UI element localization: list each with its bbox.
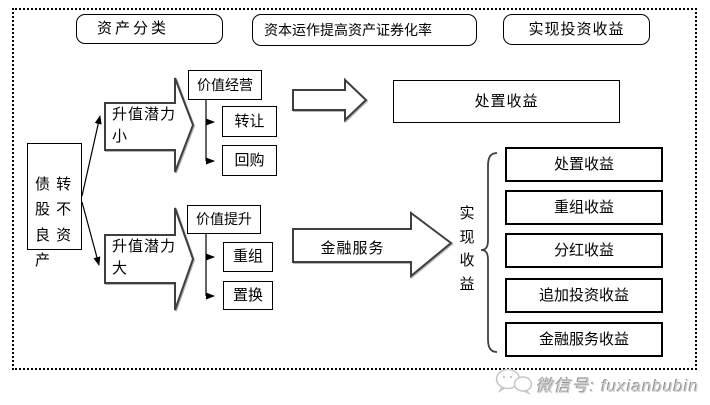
dotted-border-frame — [12, 8, 697, 370]
method-buyback: 回购 — [222, 145, 277, 176]
stage-capital-operation: 资本运作提高资产证券化率 — [252, 14, 477, 46]
result-disposal-income-box: 处置收益 — [393, 80, 620, 123]
source-npa-box: 债 转 股 不 良 资 产 — [27, 143, 82, 269]
method-transfer-label: 转让 — [234, 112, 265, 130]
result-item-disposal-label: 处置收益 — [553, 155, 614, 173]
stage-asset-classification-label: 资产分类 — [97, 20, 170, 38]
potential-small-arrow-shape — [104, 77, 195, 173]
financial-service-arrow-shape — [292, 211, 453, 279]
result-item-restructure: 重组收益 — [505, 190, 663, 225]
result-item-financial-service: 金融服务收益 — [505, 322, 663, 357]
stage-realize-returns-label: 实现投资收益 — [528, 20, 625, 38]
group-value-operation-label: 价值经营 — [197, 76, 253, 93]
method-buyback-label: 回购 — [234, 151, 265, 169]
disposal-flow-arrow-shape — [292, 77, 368, 123]
group-value-operation: 价值经营 — [188, 70, 262, 100]
method-restructure: 重组 — [223, 242, 273, 272]
group-value-enhancement-label: 价值提升 — [196, 211, 252, 228]
source-npa-label: 债 转 股 不 良 资 产 — [35, 175, 73, 270]
potential-large-arrow-shape — [104, 207, 195, 311]
result-item-disposal: 处置收益 — [505, 147, 663, 182]
result-item-additional-investment-label: 追加投资收益 — [538, 286, 629, 304]
method-transfer: 转让 — [222, 106, 277, 137]
arrow-source-to-large — [81, 201, 101, 266]
potential-large-label: 升值潜力 大 — [112, 238, 177, 277]
stage-capital-operation-label: 资本运作提高资产证券化率 — [264, 21, 432, 38]
method-swap: 置换 — [223, 281, 273, 310]
realize-income-vertical-label: 实 现 收 益 — [459, 205, 475, 293]
method-swap-label: 置换 — [232, 286, 263, 304]
result-item-financial-service-label: 金融服务收益 — [538, 330, 629, 348]
results-brace — [480, 152, 498, 353]
financial-service-label: 金融服务 — [320, 240, 385, 257]
stage-realize-returns: 实现投资收益 — [503, 14, 650, 45]
stage-asset-classification: 资产分类 — [76, 14, 223, 44]
method-restructure-label: 重组 — [232, 248, 263, 266]
arrow-source-to-small — [81, 115, 102, 197]
group-value-enhancement: 价值提升 — [187, 205, 261, 234]
result-item-dividend: 分红收益 — [505, 233, 663, 268]
potential-small-label: 升值潜力 小 — [112, 106, 177, 145]
wechat-icon — [495, 368, 533, 395]
result-item-additional-investment: 追加投资收益 — [505, 278, 663, 313]
result-item-restructure-label: 重组收益 — [553, 198, 614, 216]
result-disposal-income-label: 处置收益 — [474, 92, 539, 110]
wechat-watermark: 微信号: fuxianbubin — [536, 377, 700, 396]
result-item-dividend-label: 分红收益 — [553, 241, 614, 259]
